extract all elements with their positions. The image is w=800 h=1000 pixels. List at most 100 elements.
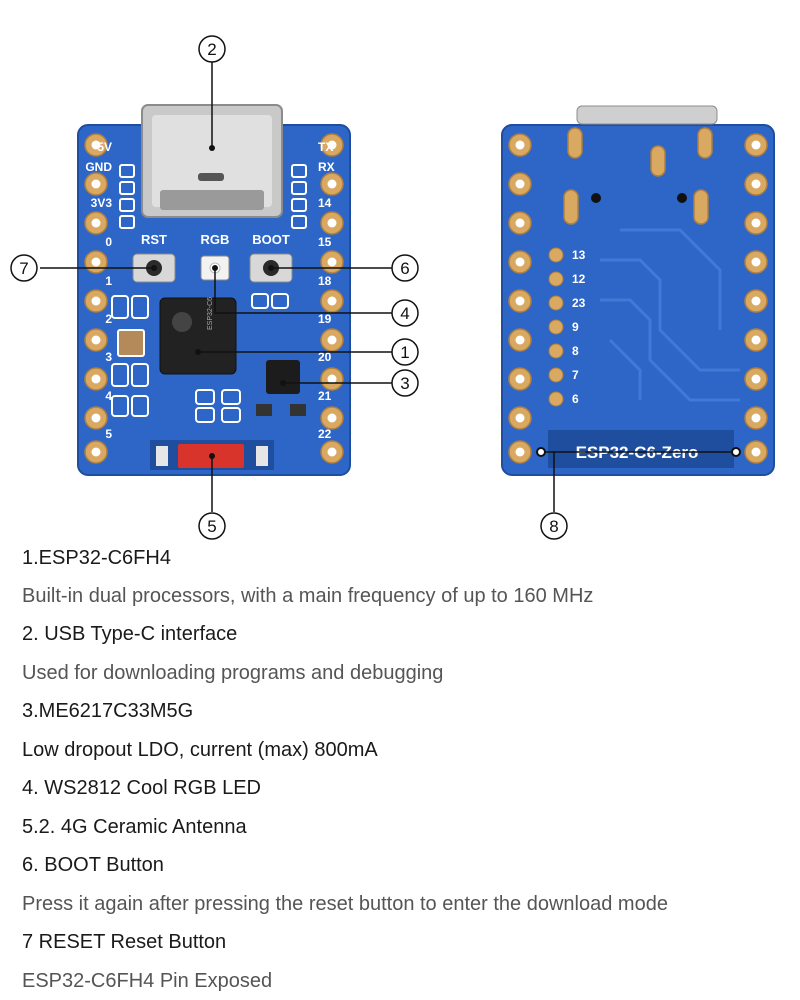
callout-5: 5 <box>198 512 226 540</box>
front-left-pin-label: 0 <box>105 235 112 249</box>
exposed-pin <box>548 271 564 287</box>
castellated-pad <box>320 133 344 157</box>
castellated-pad <box>320 367 344 391</box>
item-3-detail: Low dropout LDO, current (max) 800mA <box>22 739 378 761</box>
castellated-pad <box>508 172 532 196</box>
front-right-pin-label: 18 <box>318 274 332 288</box>
svg-text:2: 2 <box>207 40 216 59</box>
item-8-detail: ESP32-C6FH4 Pin Exposed <box>22 970 273 992</box>
front-right-pin-label: 14 <box>318 196 332 210</box>
castellated-pad <box>744 250 768 274</box>
callout-7: 7 <box>10 254 38 282</box>
exposed-pin <box>548 319 564 335</box>
castellated-pad <box>320 406 344 430</box>
castellated-pad <box>320 211 344 235</box>
front-left-pin-label: 5V <box>97 140 112 154</box>
usb-type-c-connector <box>141 104 283 218</box>
exposed-pin-label: 9 <box>572 320 579 334</box>
castellated-pad <box>744 328 768 352</box>
svg-text:ESP32-C6: ESP32-C6 <box>207 297 214 330</box>
exposed-pin <box>548 343 564 359</box>
castellated-pad <box>84 133 108 157</box>
boot-label: BOOT <box>252 232 290 247</box>
castellated-pad <box>744 289 768 313</box>
svg-text:6: 6 <box>400 259 409 278</box>
front-left-pin-label: 5 <box>105 427 112 441</box>
ldo-regulator <box>256 360 306 416</box>
svg-text:5: 5 <box>207 517 216 536</box>
castellated-pad <box>84 172 108 196</box>
item-1-detail: Built-in dual processors, with a main fr… <box>22 585 594 607</box>
front-left-pin-label: GND <box>85 160 112 174</box>
castellated-pad <box>320 289 344 313</box>
front-right-pin-label: 19 <box>318 312 332 326</box>
castellated-pad <box>744 367 768 391</box>
exposed-pin-label: 6 <box>572 392 579 406</box>
front-left-pin-label: 1 <box>105 274 112 288</box>
svg-text:4: 4 <box>400 304 409 323</box>
castellated-pad <box>744 211 768 235</box>
front-right-pin-label: 20 <box>318 350 332 364</box>
callout-1: 1 <box>391 338 419 366</box>
callout-4: 4 <box>391 299 419 327</box>
front-left-pin-label: 3 <box>105 350 112 364</box>
exposed-pin <box>548 391 564 407</box>
front-left-pin-label: 2 <box>105 312 112 326</box>
callout-8: 8 <box>540 512 568 540</box>
item-6-detail: Press it again after pressing the reset … <box>22 893 668 915</box>
front-right-pin-label: 22 <box>318 427 332 441</box>
exposed-pin-label: 12 <box>572 272 586 286</box>
exposed-pin-label: 7 <box>572 368 579 382</box>
svg-text:8: 8 <box>549 517 558 536</box>
item-4-title: 4. WS2812 Cool RGB LED <box>22 777 261 799</box>
exposed-pin <box>548 367 564 383</box>
castellated-pad <box>320 250 344 274</box>
castellated-pad <box>320 328 344 352</box>
castellated-pad <box>744 172 768 196</box>
castellated-pad <box>84 328 108 352</box>
castellated-pad <box>508 250 532 274</box>
callout-6: 6 <box>391 254 419 282</box>
svg-text:3: 3 <box>400 374 409 393</box>
item-5-title: 5.2. 4G Ceramic Antenna <box>22 816 247 838</box>
svg-text:1: 1 <box>400 343 409 362</box>
svg-text:7: 7 <box>19 259 28 278</box>
castellated-pad <box>508 367 532 391</box>
castellated-pad <box>508 289 532 313</box>
castellated-pad <box>84 250 108 274</box>
item-1-title: 1.ESP32-C6FH4 <box>22 547 171 569</box>
item-6-title: 6. BOOT Button <box>22 854 164 876</box>
esp32-c6fh4-chip: ESP32-C6 <box>159 297 237 375</box>
item-2-title: 2. USB Type-C interface <box>22 623 238 645</box>
castellated-pad <box>744 133 768 157</box>
item-3-title: 3.ME6217C33M5G <box>22 700 194 722</box>
item-7-title: 7 RESET Reset Button <box>22 931 227 953</box>
callout-2: 2 <box>198 35 226 63</box>
front-left-pin-label: 4 <box>105 389 112 403</box>
front-right-pin-label: RX <box>318 160 335 174</box>
castellated-pad <box>320 440 344 464</box>
front-right-pin-label: 15 <box>318 235 332 249</box>
front-right-pin-label: 21 <box>318 389 332 403</box>
castellated-pad <box>84 289 108 313</box>
rgb-label: RGB <box>201 232 230 247</box>
castellated-pad <box>744 440 768 464</box>
castellated-pad <box>508 440 532 464</box>
exposed-pin-label: 8 <box>572 344 579 358</box>
castellated-pad <box>84 211 108 235</box>
castellated-pad <box>320 172 344 196</box>
castellated-pad <box>508 328 532 352</box>
exposed-pin-label: 13 <box>572 248 586 262</box>
rst-label: RST <box>141 232 167 247</box>
exposed-pin-label: 23 <box>572 296 586 310</box>
castellated-pad <box>508 133 532 157</box>
castellated-pad <box>84 406 108 430</box>
castellated-pad <box>508 406 532 430</box>
exposed-pin <box>548 247 564 263</box>
castellated-pad <box>508 211 532 235</box>
castellated-pad <box>84 440 108 464</box>
front-right-pin-label: TX <box>318 140 333 154</box>
